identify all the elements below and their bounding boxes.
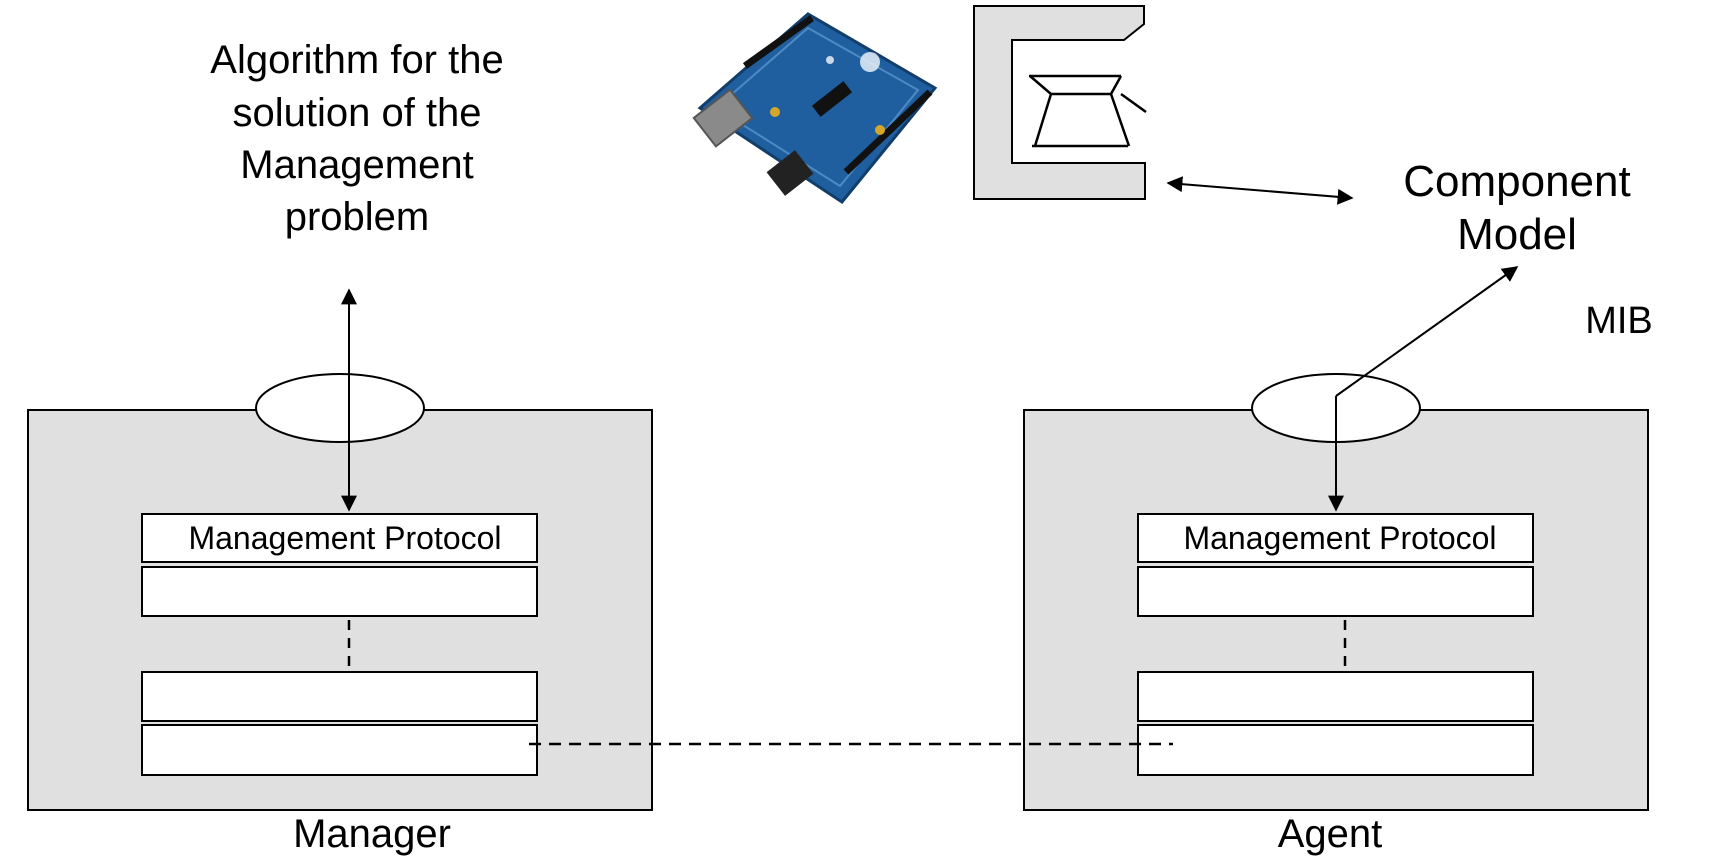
agent-layer-4 — [1137, 724, 1534, 776]
agent-model-arrow-up — [1335, 266, 1519, 397]
manager-box: Management Protocol — [27, 373, 653, 811]
manager-interface-ellipse — [255, 373, 425, 443]
agent-layer-2 — [1137, 566, 1534, 617]
device-icon — [973, 5, 1147, 200]
agent-layer-3 — [1137, 671, 1534, 722]
agent-protocol-label: Management Protocol — [1183, 520, 1496, 556]
manager-layer-3 — [141, 671, 538, 722]
component-model-line1: Component — [1403, 157, 1630, 206]
agent-name: Agent — [1278, 812, 1383, 856]
algorithm-label-line2: solution of the — [232, 91, 481, 135]
agent-protocol-layer — [1137, 513, 1534, 563]
component-model-label: Component Model — [1403, 157, 1630, 259]
device-model-arrow — [1166, 176, 1354, 205]
algorithm-label: Algorithm for the solution of the Manage… — [210, 38, 503, 239]
manager-protocol-label: Management Protocol — [188, 520, 501, 556]
component-model-line2: Model — [1457, 210, 1577, 259]
manager-layer-2 — [141, 566, 538, 617]
algorithm-label-line1: Algorithm for the — [210, 38, 503, 82]
manager-name: Manager — [293, 812, 451, 856]
manager-protocol-layer — [141, 513, 538, 563]
manager-layer-4 — [141, 724, 538, 776]
mib-label: MIB — [1585, 300, 1653, 342]
algorithm-label-line3: Management — [240, 143, 473, 187]
arduino-board-icon — [692, 12, 938, 205]
algorithm-label-line4: problem — [285, 195, 430, 239]
